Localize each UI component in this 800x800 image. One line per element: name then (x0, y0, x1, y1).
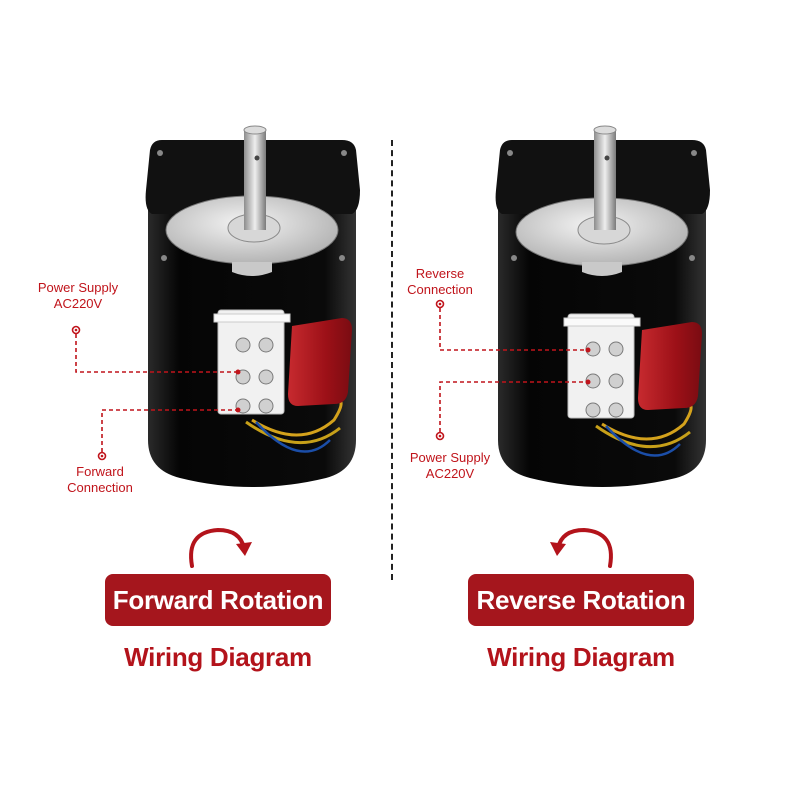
reverse-panel: Reverse Connection Power Supply AC220V R… (400, 0, 800, 800)
counterclockwise-arrow-icon (550, 527, 613, 568)
center-divider (391, 140, 393, 580)
reverse-connection-label: Reverse Connection (407, 266, 473, 297)
forward-panel: Power Supply AC220V Forward Connection F… (37, 125, 360, 672)
reverse-wiring-subtitle: Wiring Diagram (487, 642, 675, 672)
motor-forward (71, 125, 360, 487)
clockwise-arrow-icon (189, 527, 252, 568)
motor-reverse (435, 125, 710, 487)
forward-wiring-subtitle: Wiring Diagram (124, 642, 312, 672)
reverse-rotation-title: Reverse Rotation (468, 574, 694, 626)
power-supply-label: Power Supply AC220V (409, 450, 491, 481)
power-supply-label: Power Supply AC220V (37, 280, 119, 311)
forward-connection-label: Forward Connection (67, 464, 133, 495)
forward-rotation-title: Forward Rotation (105, 574, 331, 626)
